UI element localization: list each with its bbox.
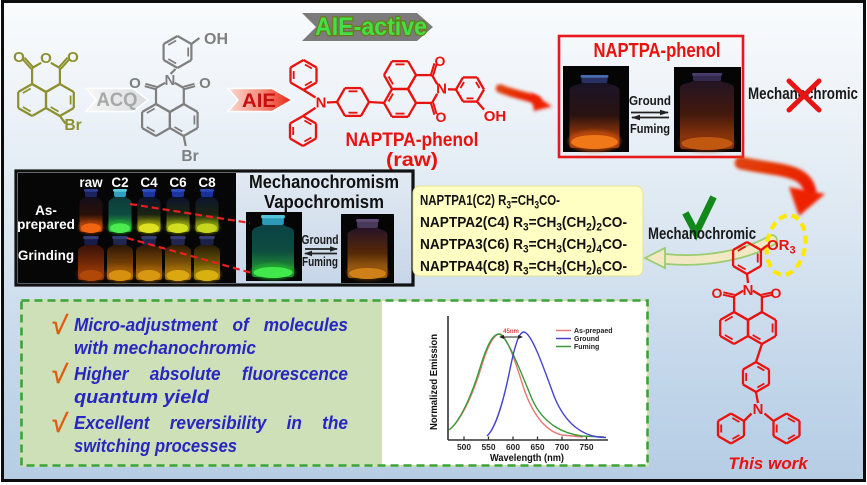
svg-text:√: √: [50, 309, 69, 341]
svg-text:OH: OH: [204, 31, 228, 48]
svg-text:O: O: [40, 50, 52, 67]
svg-text:N: N: [436, 81, 447, 98]
svg-text:ACQ: ACQ: [97, 90, 138, 111]
svg-text:reversibility: reversibility: [170, 412, 268, 433]
svg-text:Br: Br: [64, 117, 81, 134]
svg-text:C8: C8: [198, 175, 216, 190]
svg-text:O: O: [199, 75, 211, 92]
svg-text:750: 750: [580, 443, 595, 452]
svg-text:with mechanochromic: with mechanochromic: [74, 337, 257, 358]
svg-text:molecules: molecules: [264, 314, 348, 335]
svg-text:Grinding: Grinding: [18, 248, 74, 263]
svg-text:Vapochromism: Vapochromism: [264, 192, 384, 212]
svg-text:NAPTPA2(C4) R3=CH3(CH2)2CO-: NAPTPA2(C4) R3=CH3(CH2)2CO-: [420, 214, 627, 234]
svg-text:O: O: [435, 53, 446, 69]
svg-text:√: √: [50, 358, 69, 390]
svg-text:NAPTPA-phenol: NAPTPA-phenol: [346, 130, 479, 151]
svg-text:Ground: Ground: [302, 233, 339, 247]
svg-text:As-prepaed: As-prepaed: [574, 328, 613, 335]
svg-text:quantum yield: quantum yield: [74, 386, 210, 407]
svg-text:AIE-active: AIE-active: [315, 13, 427, 41]
svg-text:OH: OH: [484, 108, 507, 125]
svg-text:This work: This work: [728, 454, 809, 473]
svg-text:C2: C2: [111, 175, 128, 190]
svg-text:NAPTPA-phenol: NAPTPA-phenol: [594, 40, 721, 62]
svg-text:Fuming: Fuming: [302, 255, 338, 269]
svg-text:raw: raw: [79, 175, 103, 190]
svg-text:Micro-adjustment: Micro-adjustment: [74, 314, 218, 335]
svg-text:N: N: [164, 72, 175, 89]
svg-text:Normalized Emission: Normalized Emission: [428, 334, 440, 430]
svg-text:45nm: 45nm: [503, 329, 519, 335]
svg-text:OR3: OR3: [767, 237, 796, 257]
svg-text:NAPTPA1(C2) R3=CH3CO-: NAPTPA1(C2) R3=CH3CO-: [420, 192, 560, 212]
svg-text:Excellent: Excellent: [74, 412, 150, 433]
svg-text:NAPTPA4(C8) R3=CH3(CH2)6CO-: NAPTPA4(C8) R3=CH3(CH2)6CO-: [420, 258, 627, 278]
svg-text:Higher: Higher: [74, 363, 130, 384]
svg-text:O: O: [13, 49, 25, 66]
svg-text:Fuming: Fuming: [630, 121, 670, 136]
svg-text:As-: As-: [35, 203, 57, 218]
svg-text:(raw): (raw): [386, 150, 438, 171]
svg-text:Mechanochromic: Mechanochromic: [648, 225, 756, 243]
svg-text:700: 700: [555, 443, 570, 452]
svg-text:O: O: [712, 285, 723, 301]
svg-text:650: 650: [531, 443, 546, 452]
svg-text:Mechanochromism: Mechanochromism: [249, 172, 399, 192]
svg-text:O: O: [436, 109, 447, 125]
svg-text:√: √: [50, 407, 69, 439]
svg-text:NAPTPA3(C6) R3=CH3(CH2)4CO-: NAPTPA3(C6) R3=CH3(CH2)4CO-: [420, 236, 627, 256]
svg-text:N: N: [743, 282, 754, 299]
svg-text:fluorescence: fluorescence: [242, 363, 348, 384]
svg-text:O: O: [129, 75, 141, 92]
svg-text:550: 550: [482, 443, 497, 452]
svg-text:600: 600: [506, 443, 521, 452]
svg-text:Wavelength (nm): Wavelength (nm): [490, 452, 564, 464]
svg-text:AIE-active: AIE-active: [315, 13, 427, 41]
svg-text:Fuming: Fuming: [574, 344, 599, 351]
svg-text:O: O: [67, 49, 79, 66]
svg-text:C4: C4: [140, 175, 158, 190]
svg-text:C6: C6: [169, 175, 187, 190]
svg-text:prepared: prepared: [17, 217, 75, 232]
svg-text:absolute: absolute: [150, 363, 221, 384]
svg-text:Ground: Ground: [574, 336, 599, 343]
svg-text:N: N: [316, 95, 327, 112]
svg-text:N: N: [753, 401, 764, 418]
svg-text:in: in: [287, 412, 302, 433]
svg-text:AIE: AIE: [242, 90, 276, 112]
svg-text:the: the: [322, 412, 348, 433]
svg-text:Br: Br: [181, 148, 198, 165]
svg-text:500: 500: [457, 443, 472, 452]
svg-text:of: of: [233, 314, 251, 335]
svg-text:Ground: Ground: [629, 93, 671, 108]
svg-text:switching processes: switching processes: [74, 435, 237, 456]
svg-text:O: O: [771, 285, 782, 301]
